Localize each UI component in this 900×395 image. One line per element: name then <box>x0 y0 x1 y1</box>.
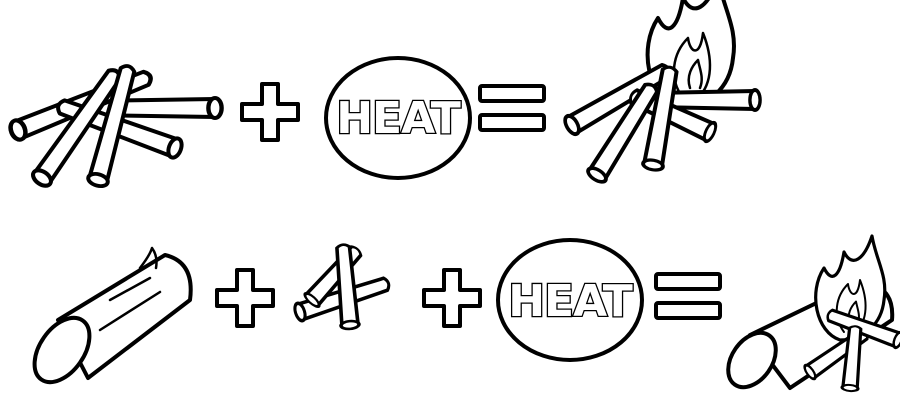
equals-sign-icon <box>656 274 720 318</box>
equation-row-1: HEAT <box>8 0 760 189</box>
equation-row-2: HEAT <box>23 236 900 395</box>
plus-sign-icon <box>217 270 273 326</box>
plus-sign-icon <box>424 270 480 326</box>
heat-label: HEAT <box>508 276 633 327</box>
burning-log-and-sticks-icon <box>718 236 900 395</box>
heat-circle: HEAT <box>498 240 642 360</box>
log-icon <box>23 248 190 392</box>
heat-label: HEAT <box>336 93 461 144</box>
plus-sign-icon <box>242 84 298 140</box>
small-sticks-icon <box>293 243 391 329</box>
equals-sign-icon <box>480 86 544 130</box>
sticks-bundle-icon <box>8 64 222 189</box>
heat-circle: HEAT <box>326 58 470 178</box>
burning-sticks-icon <box>562 0 760 185</box>
